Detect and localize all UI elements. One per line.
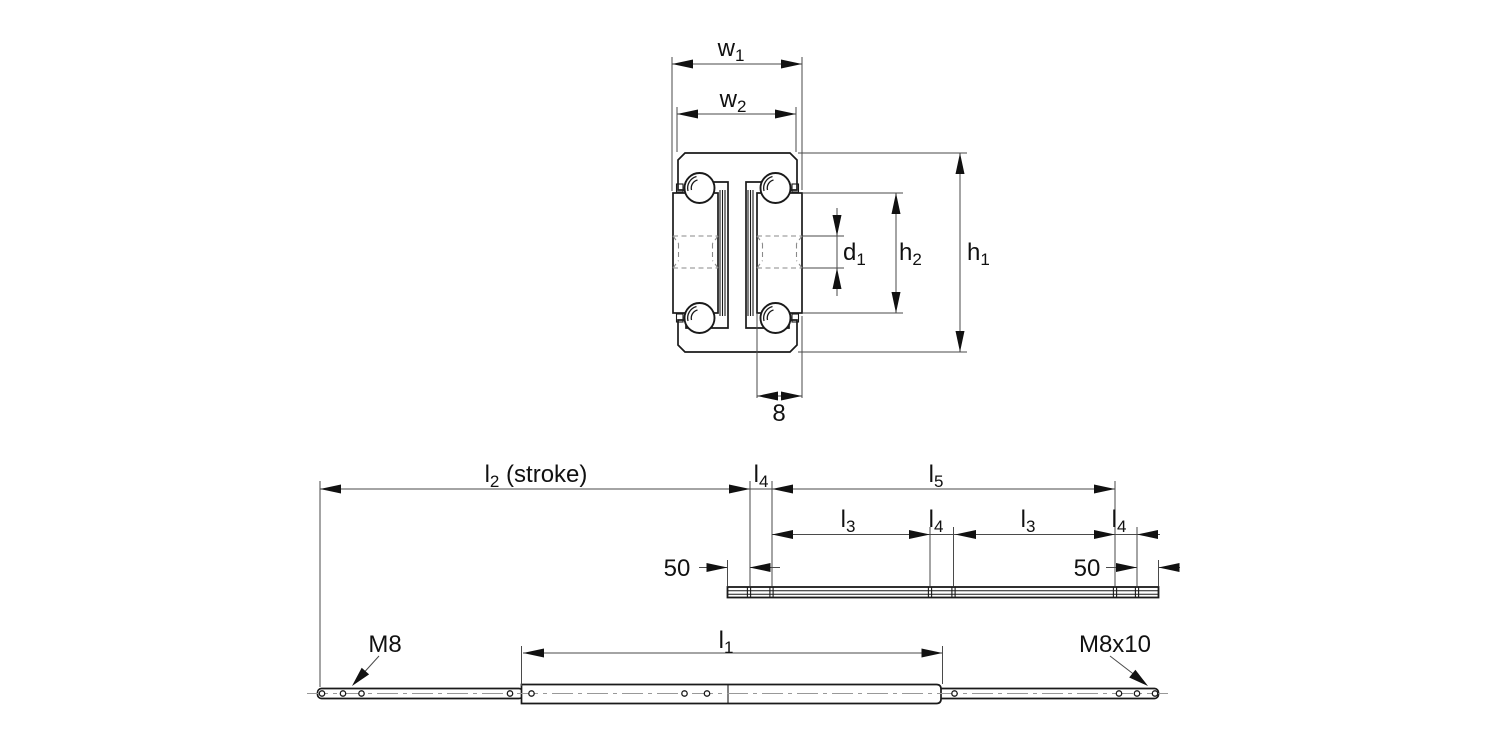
closed-slide-view: l2 (stroke) l4 l5 l3 l4 l3 l4 <box>319 461 1180 687</box>
dimension-50-left: 50 <box>664 555 780 586</box>
dimension-rail-width-8: 8 <box>756 313 803 427</box>
ball-bearing-bottom-left <box>683 302 716 334</box>
label-l2-stroke: l2 (stroke) <box>485 461 588 491</box>
label-l4-top: l4 <box>754 461 769 491</box>
ball-bearing-top-left <box>683 172 716 204</box>
left-bore-hidden-lines <box>672 235 719 269</box>
mounting-holes <box>318 690 1159 697</box>
left-rail-body <box>672 192 719 314</box>
label-m8x10: M8x10 <box>1079 631 1151 658</box>
label-h2: h2 <box>899 239 922 269</box>
dimension-l1: l1 <box>521 627 943 686</box>
label-l1: l1 <box>719 627 734 657</box>
closed-slide-bar <box>726 586 1160 599</box>
label-l3-right: l3 <box>1021 506 1036 536</box>
label-50-left: 50 <box>664 555 691 582</box>
seal-nub <box>675 313 684 323</box>
dimension-w1: w1 <box>671 35 803 191</box>
label-d1: d1 <box>843 239 866 269</box>
raceway-channels <box>719 190 754 316</box>
seal-nub <box>791 183 800 193</box>
ball-bearing-top-right <box>759 172 792 204</box>
center-rail-ibeam <box>677 152 798 353</box>
seal-nub <box>675 183 684 193</box>
dimension-h2: h2 <box>803 192 922 314</box>
hole-tick-marks <box>746 587 1140 598</box>
dimension-h1: h1 <box>798 152 990 353</box>
extended-slide-view: l1 M8 M8x10 <box>307 627 1169 705</box>
dimension-w2: w2 <box>676 86 797 152</box>
dimension-50-right: 50 <box>1074 555 1180 586</box>
label-m8: M8 <box>368 631 401 658</box>
seal-nub <box>791 313 800 323</box>
cross-section-view: w1 w2 h1 h2 <box>671 35 990 427</box>
label-l5: l5 <box>929 461 944 491</box>
dimension-d1: d1 <box>803 208 866 296</box>
dimension-row-l2-l4-l5: l2 (stroke) l4 l5 <box>319 461 1116 687</box>
callout-m8: M8 <box>352 631 402 686</box>
callout-m8x10: M8x10 <box>1079 631 1151 686</box>
right-bore-hidden-lines <box>756 235 803 269</box>
label-w2: w2 <box>719 86 747 116</box>
label-50-right: 50 <box>1074 555 1101 582</box>
label-l3-left: l3 <box>841 506 856 536</box>
right-rail-body <box>756 192 803 314</box>
dimension-row-l3-l4: l3 l4 l3 l4 <box>772 506 1160 586</box>
label-w1: w1 <box>717 35 745 65</box>
label-8: 8 <box>772 400 785 427</box>
label-l4-right: l4 <box>1112 506 1127 536</box>
ball-bearing-bottom-right <box>759 302 792 334</box>
label-l4-middle: l4 <box>929 506 944 536</box>
label-h1: h1 <box>967 239 990 269</box>
